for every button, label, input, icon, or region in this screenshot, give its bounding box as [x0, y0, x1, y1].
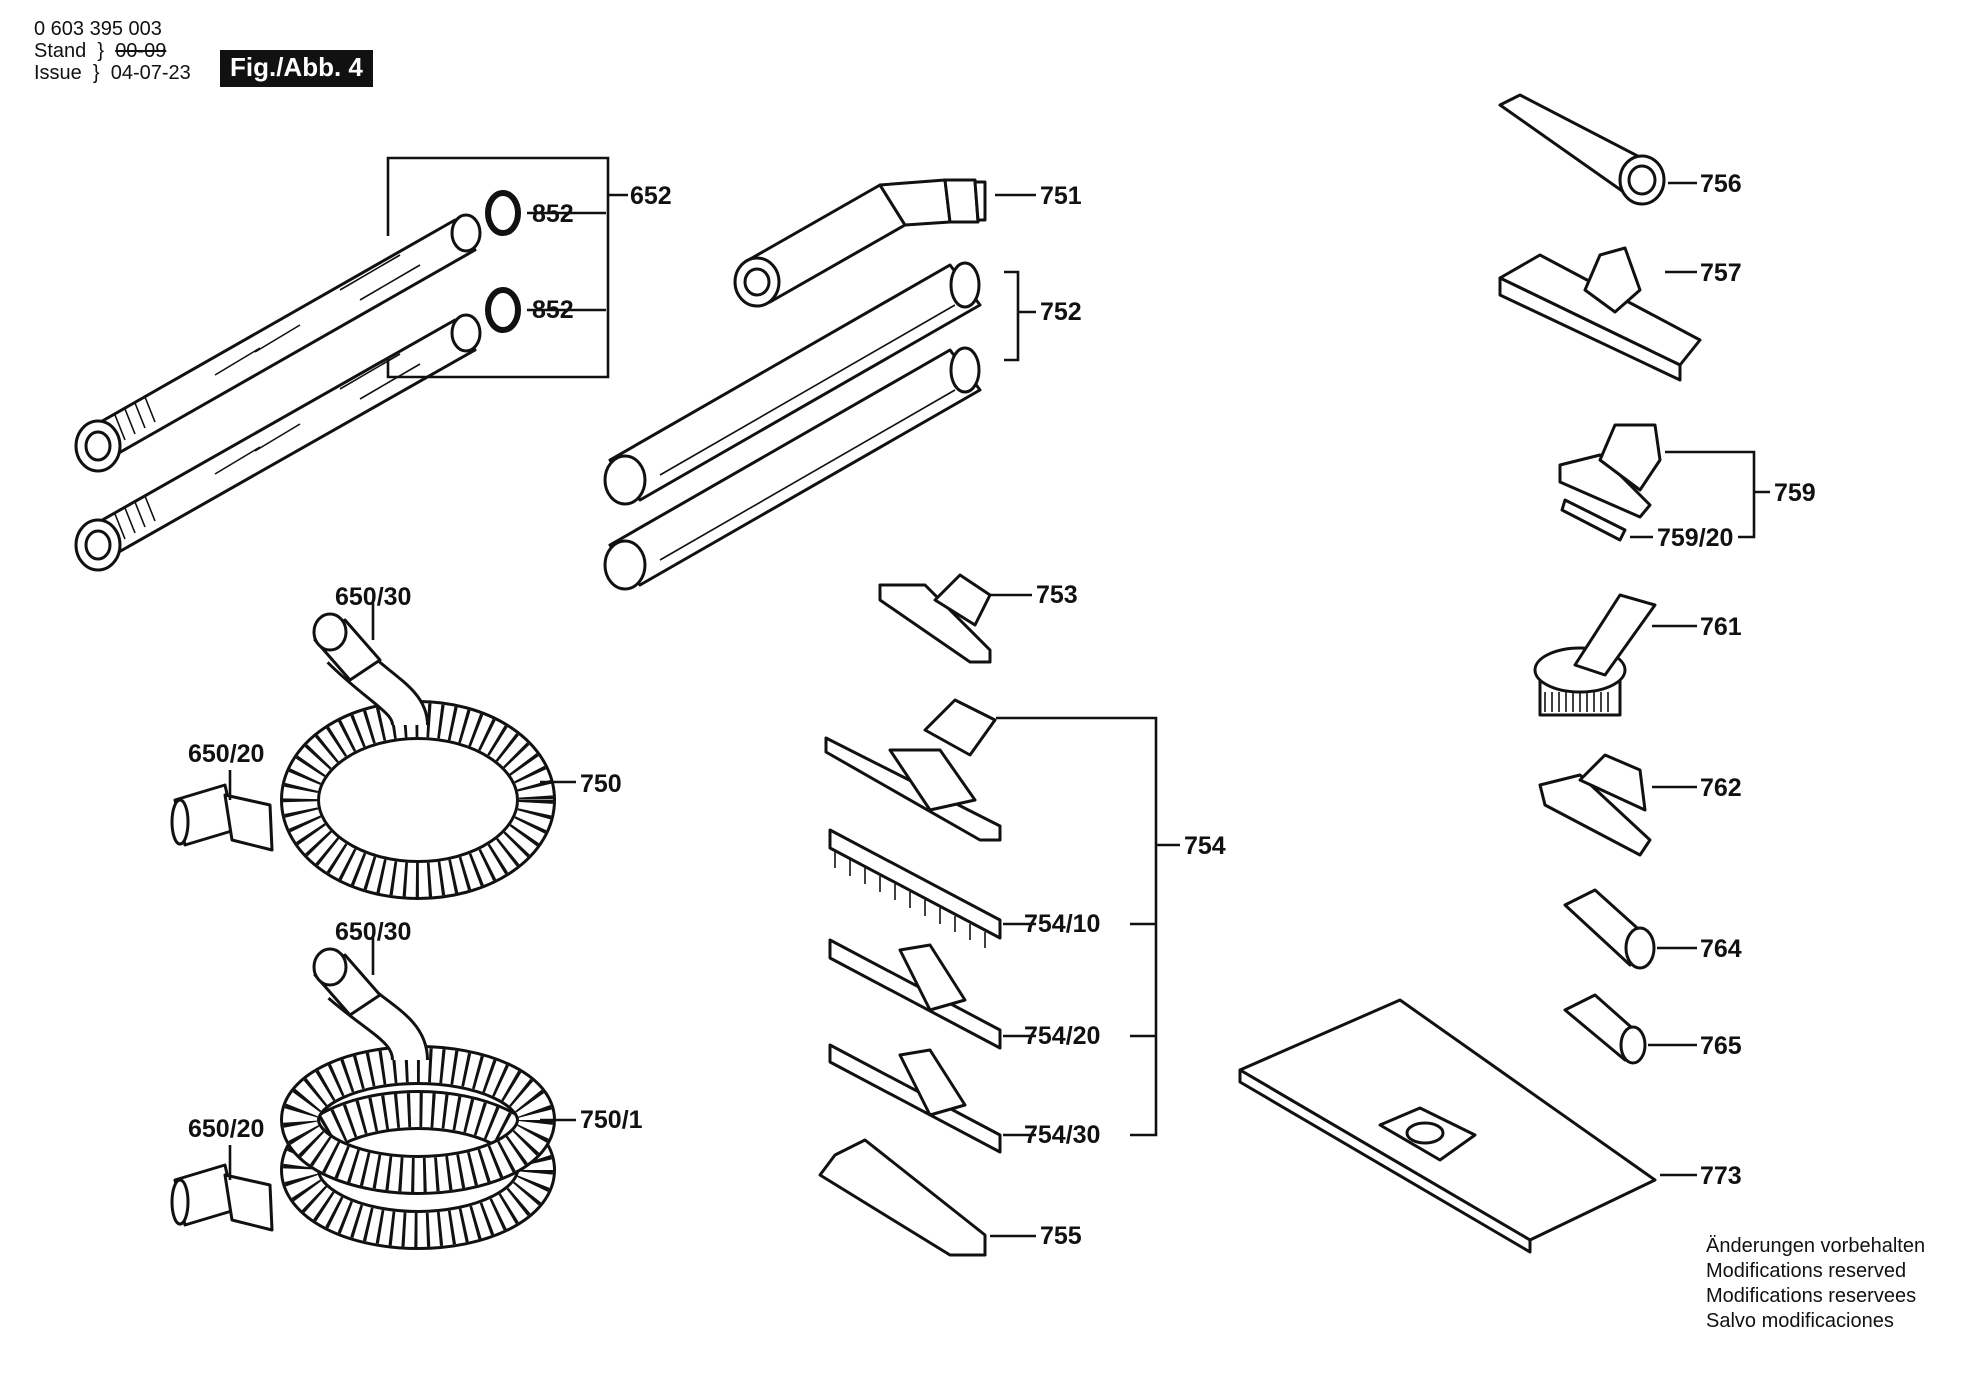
floor-tool-757: [1498, 246, 1702, 382]
bracket-754: [996, 716, 1180, 1137]
note-line-es: Salvo modificaciones: [1706, 1310, 1894, 1332]
callout-750: 750: [580, 770, 622, 798]
callout-754-30: 754/30: [1024, 1121, 1100, 1149]
callout-650-20-upper: 650/20: [188, 740, 264, 768]
upholstery-nozzle-753: [878, 573, 992, 664]
callout-759-20: 759/20: [1657, 524, 1733, 552]
document-number: 0 603 395 003: [34, 18, 162, 40]
nozzle-762: [1538, 753, 1652, 857]
callout-754-10: 754/10: [1024, 910, 1100, 938]
squeegee-754-30: [828, 1043, 1002, 1154]
callout-652: 652: [630, 182, 672, 210]
issue-date: 04-07-23: [110, 62, 191, 84]
suction-hose-750-1: [170, 947, 556, 1250]
brace-icon: }: [91, 40, 110, 62]
callout-650-20-lower: 650/20: [188, 1115, 264, 1143]
dust-brush-761: [1533, 593, 1657, 717]
rubber-strip-754-20: [828, 938, 1002, 1050]
document-header: 0 603 395 003 Stand } 00-09 Issue } 04-0…: [34, 18, 191, 84]
note-line-en: Modifications reserved: [1706, 1260, 1907, 1282]
callout-773: 773: [1700, 1162, 1742, 1190]
crevice-tool-756: [1498, 93, 1666, 206]
callout-852-lower: 852: [532, 296, 574, 324]
callout-762: 762: [1700, 774, 1742, 802]
issue-label: Issue: [34, 62, 82, 84]
suction-hose-750: [170, 612, 556, 900]
issue-row: Issue } 04-07-23: [34, 62, 191, 84]
note-line-de: Änderungen vorbehalten: [1706, 1235, 1926, 1257]
extension-tube-652-upper: [74, 213, 482, 473]
figure-label: Fig./Abb. 4: [220, 50, 373, 87]
bracket-752: [1004, 270, 1036, 362]
callout-751: 751: [1040, 182, 1082, 210]
bracket-759: [1665, 450, 1770, 539]
callout-756: 756: [1700, 170, 1742, 198]
adapter-765: [1563, 993, 1647, 1065]
curved-handle-751: [733, 178, 987, 308]
stand-row: Stand } 00-09: [34, 40, 191, 62]
brush-strip-754-10: [828, 828, 1002, 948]
o-ring-852-upper: [485, 190, 521, 236]
callout-650-30-upper: 650/30: [335, 583, 411, 611]
callout-757: 757: [1700, 259, 1742, 287]
callout-765: 765: [1700, 1032, 1742, 1060]
bracket-652: [386, 156, 610, 379]
adapter-764: [1563, 888, 1656, 970]
filter-bag-773: [1238, 998, 1657, 1254]
modifications-note: Änderungen vorbehalten Modifications res…: [1706, 1234, 1925, 1334]
crevice-nozzle-755: [818, 1138, 987, 1257]
callout-754: 754: [1184, 832, 1226, 860]
callout-754-20: 754/20: [1024, 1022, 1100, 1050]
old-date: 00-09: [115, 40, 167, 62]
brace-icon: }: [87, 62, 106, 84]
callout-761: 761: [1700, 613, 1742, 641]
straight-tube-752-upper: [603, 261, 982, 506]
callout-759: 759: [1774, 479, 1816, 507]
strip-759-20: [1560, 498, 1627, 542]
floor-nozzle-754: [824, 698, 1002, 842]
callout-852-upper: 852: [532, 200, 574, 228]
o-ring-852-lower: [485, 287, 521, 333]
stand-label: Stand: [34, 40, 87, 62]
extension-tube-652-lower: [74, 313, 482, 572]
callout-650-30-lower: 650/30: [335, 918, 411, 946]
callout-755: 755: [1040, 1222, 1082, 1250]
callout-764: 764: [1700, 935, 1742, 963]
note-line-fr: Modifications reservees: [1706, 1285, 1917, 1307]
callout-752: 752: [1040, 298, 1082, 326]
callout-753: 753: [1036, 581, 1078, 609]
nozzle-759: [1558, 423, 1662, 519]
callout-750-1: 750/1: [580, 1106, 643, 1134]
straight-tube-752-lower: [603, 346, 982, 591]
